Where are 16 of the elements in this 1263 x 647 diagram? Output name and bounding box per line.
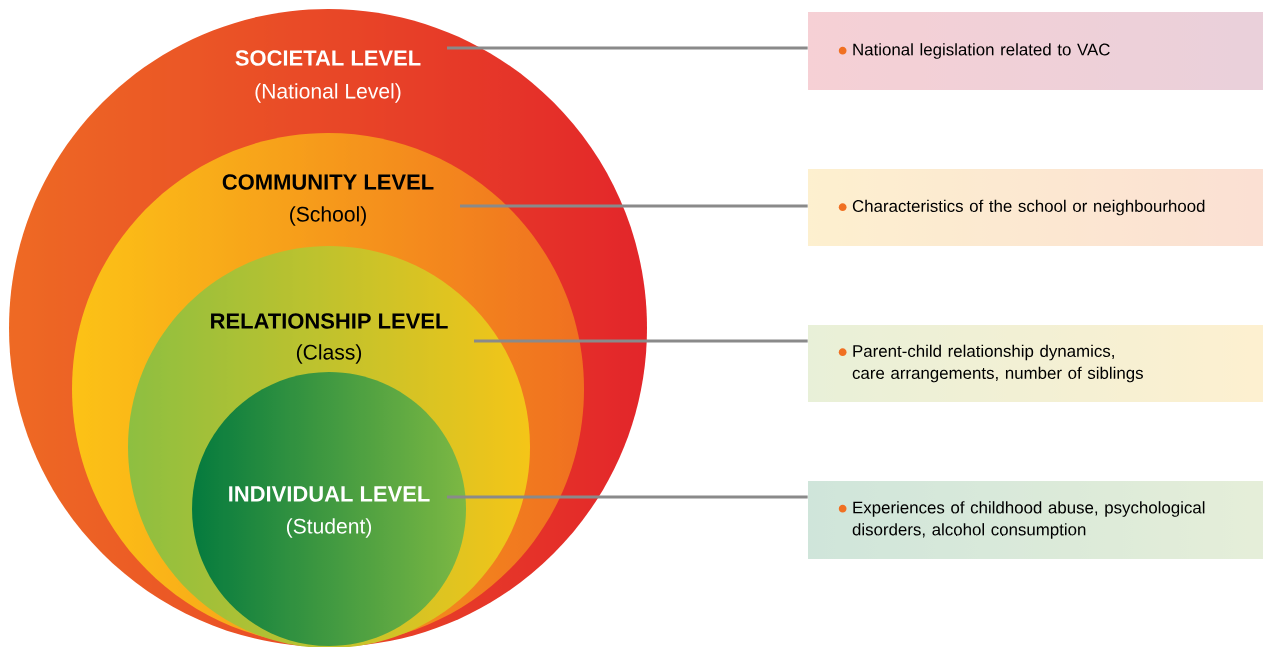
level-heading: COMMUNITY LEVEL	[222, 174, 434, 190]
factor-text: National legislation related to VAC	[853, 43, 1110, 59]
factor-text: Experiences of childhood abuse, psychological disorders, alcohol consumption	[852, 501, 1205, 539]
level-heading: INDIVIDUAL LEVEL	[229, 486, 430, 502]
level-subtitle: (Class)	[296, 344, 362, 364]
level-heading: SOCIETAL LEVEL	[235, 50, 421, 66]
factor-text: Characteristics of the school or neighbourhood	[852, 199, 1205, 216]
leader-line	[460, 204, 808, 208]
leader-line	[474, 339, 808, 343]
level-subtitle: (Student)	[286, 518, 372, 538]
level-heading: RELATIONSHIP LEVEL	[211, 313, 448, 329]
factor-text: Parent-child relationship dynamics, care arrangements, number of siblings	[852, 344, 1143, 383]
level-subtitle: (School)	[290, 206, 366, 226]
level-subtitle: (National Level)	[255, 83, 401, 103]
leader-line	[447, 46, 808, 50]
leader-line	[447, 495, 808, 499]
